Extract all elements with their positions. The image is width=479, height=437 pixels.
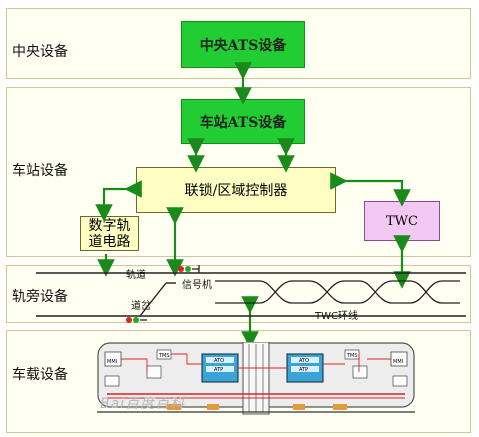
digital-track-circuit-label-2: 道电路 xyxy=(88,233,131,250)
interlock-zone-controller-box: 联锁/区域控制器 xyxy=(136,167,336,213)
train-illustration: MMI TMS ATO ATP MMI TMS ATO ATP xyxy=(97,342,415,415)
central-ats-label: 中央ATS设备 xyxy=(199,37,287,54)
central-ats-box: 中央ATS设备 xyxy=(181,21,305,68)
signal-label: 信号机 xyxy=(182,280,212,291)
atp-left-label: ATP xyxy=(214,367,223,373)
switch-label: 道岔 xyxy=(131,301,151,312)
interlock-zone-controller-label: 联锁/区域控制器 xyxy=(184,183,288,199)
twc-loop-label: TWC环线 xyxy=(315,311,358,322)
mmi-left-label: MMI xyxy=(107,359,117,365)
watermark-logo: Bai百度百科 xyxy=(100,396,186,412)
tms-right-label: TMS xyxy=(346,353,358,359)
twc-label: TWC xyxy=(386,213,418,229)
trackside-equipment-band xyxy=(6,265,471,323)
track-label: 轨道 xyxy=(126,270,146,281)
station-ats-box: 车站ATS设备 xyxy=(181,99,305,144)
digital-track-circuit-label-1: 数字轨 xyxy=(88,217,131,234)
onboard-equipment-label: 车载设备 xyxy=(12,367,68,383)
digital-track-circuit-box: 数字轨 道电路 xyxy=(80,216,139,251)
ato-right-label: ATO xyxy=(299,358,309,364)
twc-box: TWC xyxy=(364,201,440,241)
station-equipment-label: 车站设备 xyxy=(12,163,68,179)
trackside-equipment-label: 轨旁设备 xyxy=(12,289,68,305)
tms-left-label: TMS xyxy=(158,353,170,359)
station-ats-label: 车站ATS设备 xyxy=(199,114,287,131)
ato-left-label: ATO xyxy=(214,358,224,364)
atp-right-label: ATP xyxy=(299,367,308,373)
central-equipment-label: 中央设备 xyxy=(12,44,68,60)
mmi-right-label: MMI xyxy=(393,359,403,365)
